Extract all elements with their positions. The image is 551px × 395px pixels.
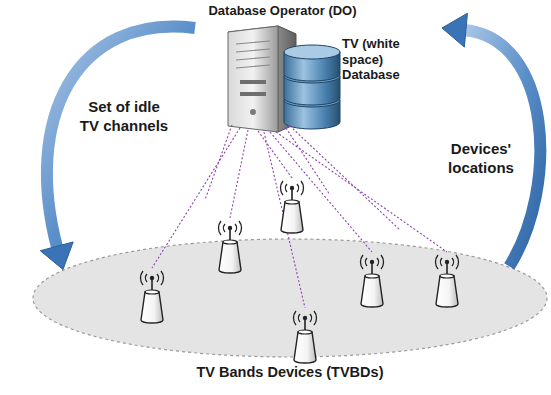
arrow-head [442,13,467,47]
node-heading: Database Operator (DO) [195,3,370,19]
database-node: Database Operator (DO) TV (white space) D… [195,2,442,134]
node-heading: TV Bands Devices (TVBDs) [32,364,548,381]
flow-arrow [40,27,195,270]
arrow-label: Set of idle TV channels [78,98,170,136]
node-label: TV (white space) Database [342,36,444,83]
arrow-head [40,242,73,270]
device-region: TV Bands Devices (TVBDs) [32,238,548,392]
arrow-label: Devices' locations [440,140,522,178]
arrow-body [47,27,195,249]
flow-arrow [442,13,540,266]
